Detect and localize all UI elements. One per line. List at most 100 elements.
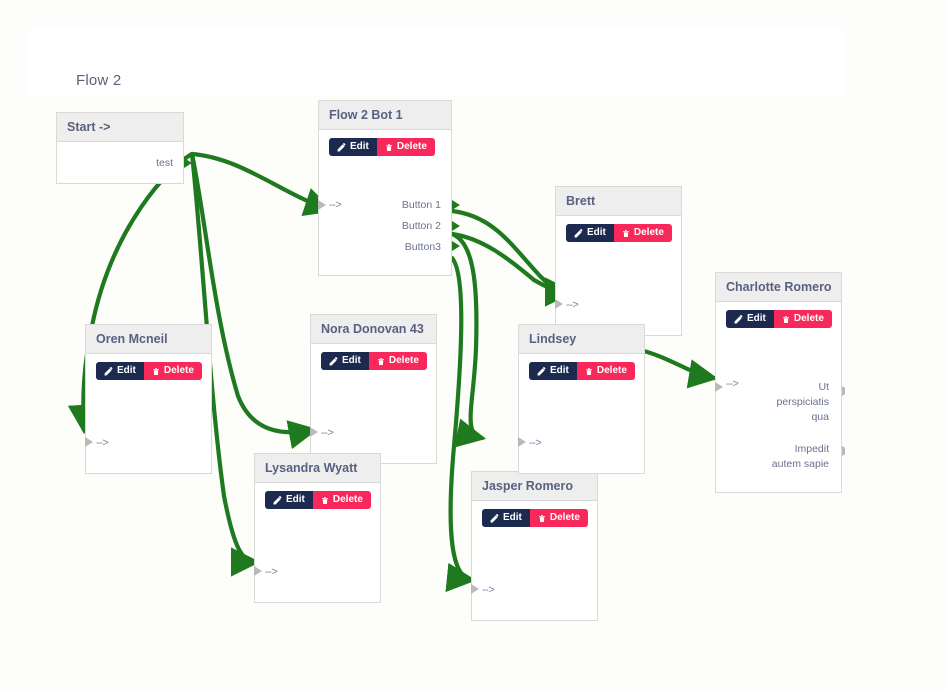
node-title: Flow 2 Bot 1 xyxy=(319,101,451,130)
delete-button[interactable]: Delete xyxy=(773,310,832,328)
node-body: Edit Delete --> xyxy=(254,483,380,602)
delete-button[interactable]: Delete xyxy=(368,352,427,370)
output-port-button3[interactable]: Button3 xyxy=(319,236,460,275)
output-handle-icon-1[interactable] xyxy=(452,199,460,210)
delete-button-label: Delete xyxy=(388,355,419,366)
delete-button-label: Delete xyxy=(596,365,627,376)
edit-button[interactable]: Edit xyxy=(529,362,577,380)
node-spacer xyxy=(519,384,644,432)
node-title: Oren Mcneil xyxy=(86,325,211,354)
delete-button[interactable]: Delete xyxy=(529,509,588,527)
node-charlotte-romero[interactable]: Charlotte Romero Edit Delete xyxy=(715,272,845,494)
edit-button-label: Edit xyxy=(286,494,305,505)
input-handle-icon[interactable] xyxy=(555,298,563,309)
node-spacer xyxy=(255,513,380,561)
delete-button-label: Delete xyxy=(633,227,664,238)
edit-button-label: Edit xyxy=(342,355,361,366)
output-port-label-2: Button 2 xyxy=(401,219,441,232)
node-spacer xyxy=(472,531,597,579)
node-spacer xyxy=(319,160,451,194)
output-handle-icon-3[interactable] xyxy=(452,240,460,251)
pencil-icon xyxy=(490,513,499,523)
input-handle-icon[interactable] xyxy=(310,426,318,437)
delete-button[interactable]: Delete xyxy=(613,224,672,242)
input-handle-icon[interactable] xyxy=(715,382,723,392)
node-body: test xyxy=(57,142,192,183)
node-flow2bot1[interactable]: Flow 2 Bot 1 Edit Delete xyxy=(318,100,460,276)
trash-icon xyxy=(782,315,790,324)
pencil-icon xyxy=(337,142,346,152)
input-port-label: --> xyxy=(96,436,109,449)
node-jasper-romero[interactable]: Jasper Romero Edit Delete xyxy=(471,471,598,621)
delete-button[interactable]: Delete xyxy=(312,491,371,509)
delete-button-label: Delete xyxy=(549,512,580,523)
input-port[interactable]: --> xyxy=(471,579,597,620)
node-body: Edit Delete --> Ut perspiciatis qua xyxy=(715,302,845,492)
input-port[interactable]: --> xyxy=(254,561,380,602)
output-handle-icon-2[interactable] xyxy=(842,445,845,456)
node-text-block-1: Ut perspiciatis qua xyxy=(776,381,829,424)
edit-button[interactable]: Edit xyxy=(96,362,144,380)
trash-icon xyxy=(385,143,393,152)
delete-button[interactable]: Delete xyxy=(143,362,202,380)
input-handle-icon[interactable] xyxy=(85,436,93,447)
node-actions: Edit Delete xyxy=(86,354,211,384)
edit-button-label: Edit xyxy=(350,141,369,152)
node-actions: Edit Delete xyxy=(519,354,644,384)
delete-button[interactable]: Delete xyxy=(376,138,435,156)
delete-button-label: Delete xyxy=(332,494,363,505)
node-nora-donovan[interactable]: Nora Donovan 43 Edit Delete xyxy=(310,314,437,464)
edit-button-label: Edit xyxy=(117,365,136,376)
edit-button[interactable]: Edit xyxy=(482,509,530,527)
output-handle-icon-2[interactable] xyxy=(452,220,460,231)
input-port[interactable]: --> Ut perspiciatis qua xyxy=(715,376,845,438)
node-body: Edit Delete --> xyxy=(471,501,597,620)
node-brett[interactable]: Brett Edit Delete xyxy=(555,186,682,336)
node-actions: Edit Delete xyxy=(255,483,380,513)
input-port[interactable]: --> xyxy=(518,432,644,473)
input-handle-icon[interactable] xyxy=(471,583,479,594)
node-body: Edit Delete --> xyxy=(85,354,211,473)
flow-canvas[interactable]: Start -> test Flow 2 Bot 1 Edit xyxy=(42,96,845,635)
node-oren-mcneil[interactable]: Oren Mcneil Edit Delete xyxy=(85,324,212,474)
pencil-icon xyxy=(273,495,282,505)
node-actions: Edit Delete xyxy=(472,501,597,531)
node-lindsey[interactable]: Lindsey Edit Delete xyxy=(518,324,645,474)
edit-button[interactable]: Edit xyxy=(265,491,313,509)
input-port-label: --> xyxy=(329,198,342,211)
node-lysandra-wyatt[interactable]: Lysandra Wyatt Edit Delete xyxy=(254,453,381,603)
node-body: Edit Delete --> Button 1 xyxy=(318,130,460,275)
text-row-2[interactable]: Impedit autem sapie xyxy=(716,438,845,492)
input-port[interactable]: --> xyxy=(85,432,211,473)
input-port[interactable]: --> xyxy=(555,294,681,335)
edit-button-label: Edit xyxy=(503,512,522,523)
edit-button-label: Edit xyxy=(747,313,766,324)
node-spacer xyxy=(311,374,436,422)
input-port-label: --> xyxy=(482,583,495,596)
page-title: Flow 2 xyxy=(76,72,122,89)
edit-button[interactable]: Edit xyxy=(329,138,377,156)
header-band: Flow 2 xyxy=(28,28,845,96)
input-handle-icon[interactable] xyxy=(518,436,526,447)
input-handle-icon[interactable] xyxy=(254,565,262,576)
input-port-label: --> xyxy=(529,436,542,449)
node-actions: Edit Delete xyxy=(311,344,436,374)
input-port[interactable]: --> xyxy=(310,422,436,463)
output-handle-icon[interactable] xyxy=(184,157,192,168)
input-port-label: --> xyxy=(726,378,739,390)
node-title: Nora Donovan 43 xyxy=(311,315,436,344)
edit-button[interactable]: Edit xyxy=(321,352,369,370)
input-port[interactable]: --> Button 1 xyxy=(318,194,460,215)
delete-button[interactable]: Delete xyxy=(576,362,635,380)
input-handle-icon[interactable] xyxy=(318,199,326,210)
trash-icon xyxy=(321,496,329,505)
output-port-label-3: Button3 xyxy=(404,240,441,253)
output-port-button2[interactable]: Button 2 xyxy=(319,215,460,236)
output-handle-icon-1[interactable] xyxy=(842,386,845,396)
node-actions: Edit Delete xyxy=(556,216,681,246)
delete-button-label: Delete xyxy=(793,313,824,324)
node-start[interactable]: Start -> test xyxy=(56,112,192,184)
edit-button[interactable]: Edit xyxy=(726,310,774,328)
output-port-test[interactable]: test xyxy=(57,142,192,183)
edit-button[interactable]: Edit xyxy=(566,224,614,242)
